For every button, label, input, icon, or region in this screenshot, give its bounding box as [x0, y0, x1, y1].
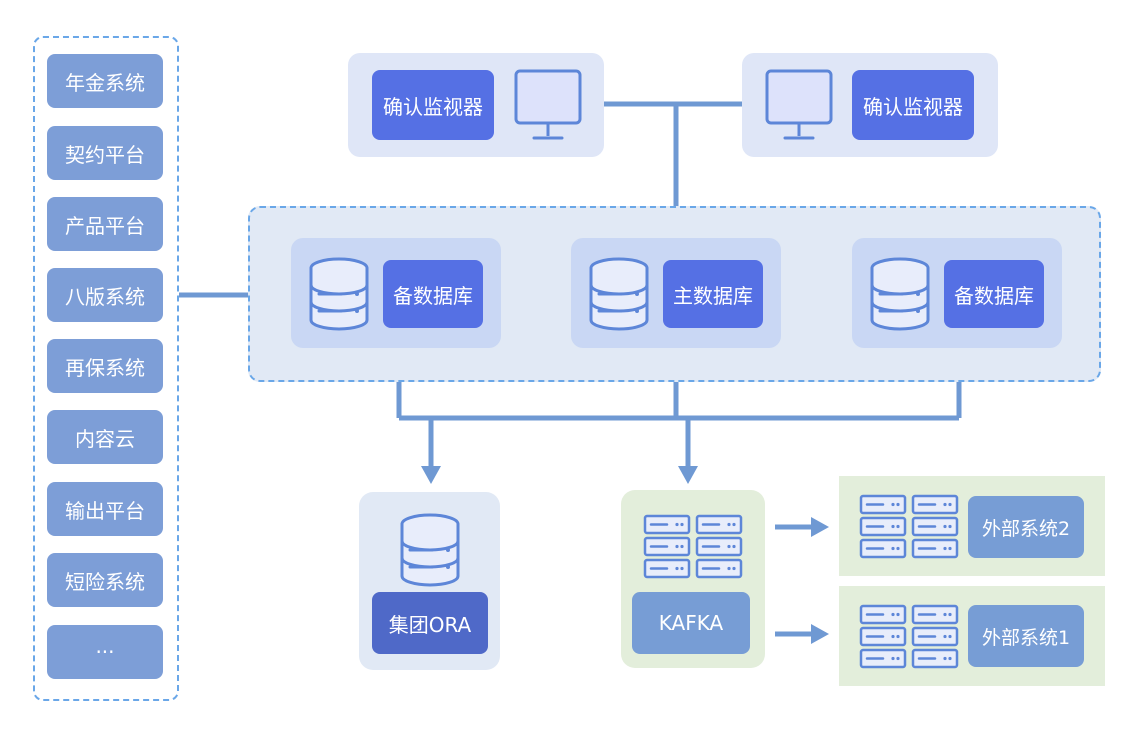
server-rack-icon [859, 604, 959, 669]
system-item-v8[interactable]: 八版系统 [47, 268, 163, 322]
monitor-label-right: 确认监视器 [852, 70, 974, 140]
server-rack-icon [859, 494, 959, 559]
system-item-output[interactable]: 输出平台 [47, 482, 163, 536]
arrow-to-ext1 [811, 624, 829, 644]
system-item-content[interactable]: 内容云 [47, 410, 163, 464]
system-item-pension[interactable]: 年金系统 [47, 54, 163, 108]
systems-column [33, 36, 179, 701]
monitor-label-left: 确认监视器 [372, 70, 494, 140]
db-label-standby-right: 备数据库 [944, 260, 1044, 328]
database-icon [400, 513, 460, 587]
arrow-to-ext2 [811, 517, 829, 537]
system-item-more[interactable]: ··· [47, 625, 163, 679]
system-item-reinsure[interactable]: 再保系统 [47, 339, 163, 393]
db-panel-primary: 主数据库 [571, 238, 781, 348]
db-label-standby-left: 备数据库 [383, 260, 483, 328]
external-label-2: 外部系统2 [968, 496, 1084, 558]
ora-label: 集团ORA [372, 592, 488, 654]
arrow-to-ora [421, 466, 441, 484]
kafka-label: KAFKA [632, 592, 750, 654]
db-panel-standby-left: 备数据库 [291, 238, 501, 348]
external-label-1: 外部系统1 [968, 605, 1084, 667]
ora-panel [359, 492, 500, 670]
database-icon [309, 257, 369, 331]
db-label-primary: 主数据库 [663, 260, 763, 328]
system-item-product[interactable]: 产品平台 [47, 197, 163, 251]
server-rack-icon [643, 514, 743, 579]
database-icon [589, 257, 649, 331]
database-icon [870, 257, 930, 331]
db-panel-standby-right: 备数据库 [852, 238, 1062, 348]
monitor-panel-left: 确认监视器 [348, 53, 604, 157]
system-item-contract[interactable]: 契约平台 [47, 126, 163, 180]
monitor-panel-right: 确认监视器 [742, 53, 998, 157]
monitor-icon [765, 69, 833, 140]
monitor-icon [514, 69, 582, 140]
arrow-to-kafka [678, 466, 698, 484]
system-item-shortterm[interactable]: 短险系统 [47, 553, 163, 607]
